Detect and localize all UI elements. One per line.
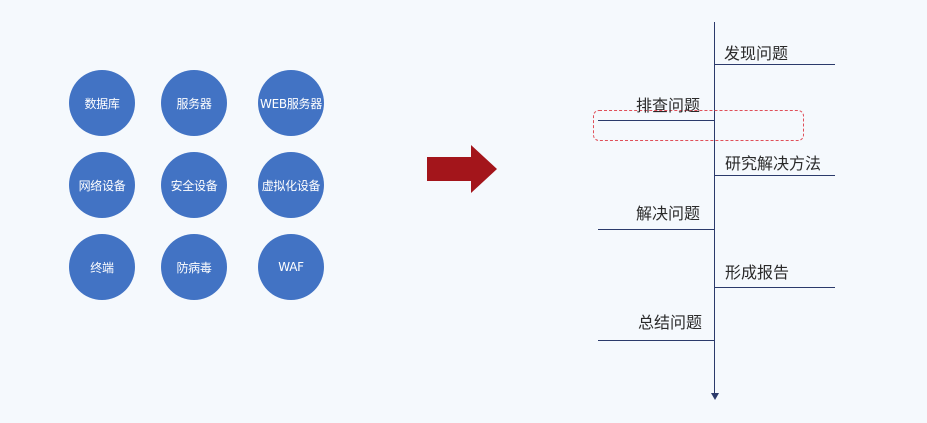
device-label: 终端	[90, 260, 114, 275]
device-label: WEB服务器	[260, 96, 322, 111]
device-label: 网络设备	[78, 178, 126, 193]
flow-step-line	[598, 229, 715, 230]
flow-step-resolve: 解决问题	[636, 204, 701, 223]
flow-step-line	[715, 64, 835, 65]
timeline-arrowhead-icon	[711, 393, 719, 400]
flow-step-research-solution: 研究解决方法	[725, 154, 822, 173]
device-label: WAF	[278, 260, 304, 274]
device-label: 虚拟化设备	[261, 178, 321, 193]
device-circle-server: 服务器	[161, 70, 227, 136]
highlight-box	[593, 110, 804, 141]
device-circle-terminal: 终端	[69, 234, 135, 300]
device-label: 防病毒	[176, 260, 212, 275]
flow-step-report: 形成报告	[725, 263, 790, 282]
flow-step-line	[598, 120, 715, 121]
right-arrow-shape	[427, 145, 497, 193]
timeline-axis	[714, 22, 715, 394]
device-label: 安全设备	[170, 178, 218, 193]
device-label: 数据库	[84, 96, 120, 111]
device-circle-virtualization-device: 虚拟化设备	[258, 152, 324, 218]
right-arrow-icon	[427, 145, 497, 193]
flow-step-line	[715, 175, 835, 176]
flow-step-summarize: 总结问题	[638, 313, 703, 332]
device-circle-web-server: WEB服务器	[258, 70, 324, 136]
flow-step-investigate: 排查问题	[636, 96, 701, 115]
device-circle-waf: WAF	[258, 234, 324, 300]
flow-step-line	[598, 340, 715, 341]
device-label: 服务器	[176, 96, 212, 111]
device-circle-network-device: 网络设备	[69, 152, 135, 218]
device-circle-antivirus: 防病毒	[161, 234, 227, 300]
device-circle-database: 数据库	[69, 70, 135, 136]
device-circle-security-device: 安全设备	[161, 152, 227, 218]
flow-step-discover: 发现问题	[724, 44, 789, 63]
flow-step-line	[715, 287, 835, 288]
